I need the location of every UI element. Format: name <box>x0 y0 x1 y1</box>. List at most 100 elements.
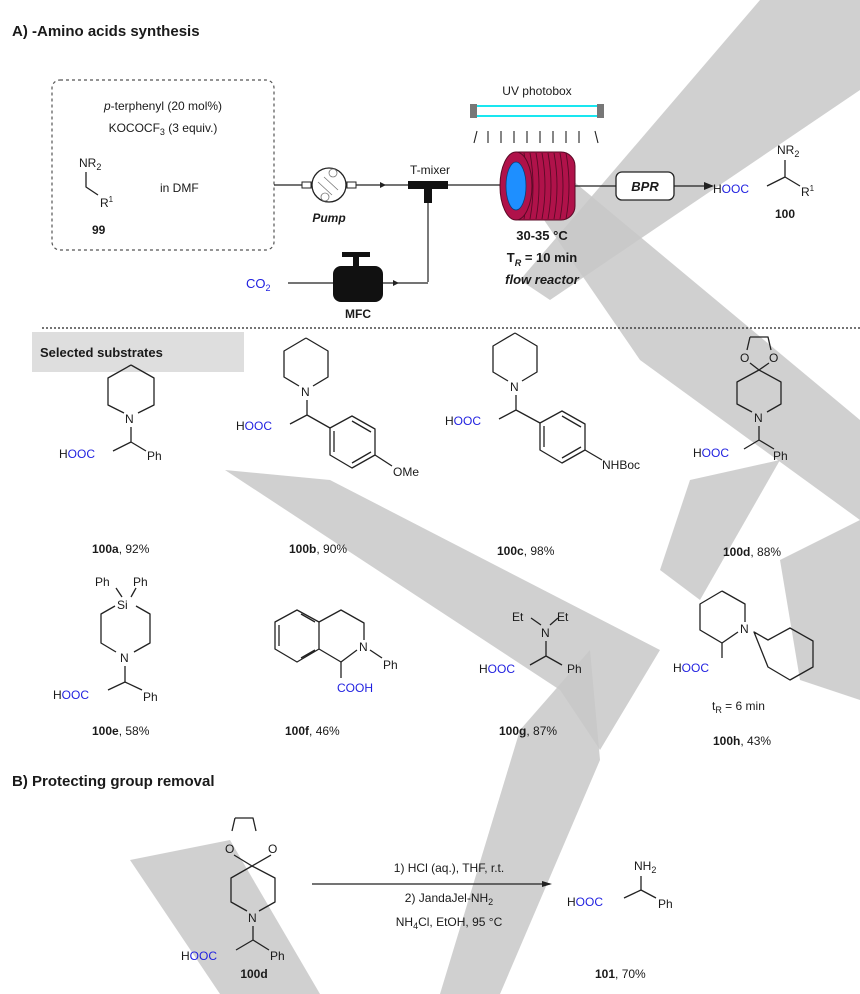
cond3-nh: NH <box>396 915 413 929</box>
sm-nr2-text: NR <box>79 156 97 170</box>
hooc-h: H <box>445 414 454 428</box>
reagent-box <box>51 79 275 251</box>
dioxolane-ring <box>231 817 257 832</box>
product-nr2-text: NR <box>777 143 795 157</box>
spiro-piperidine <box>736 362 782 413</box>
bonds <box>115 587 137 598</box>
arrow-head-icon <box>704 182 714 190</box>
reagent-base: KOCOCF3 (3 equiv.) <box>109 121 218 137</box>
product-100-nr2: NR2 <box>777 143 799 159</box>
atom-label: Et <box>512 610 524 624</box>
piperidine-ring <box>107 364 155 414</box>
atom-label: Ph <box>567 662 582 676</box>
piperidine-ring <box>699 590 746 644</box>
hooc-h: H <box>567 895 576 909</box>
compound-label-100h: 100h, 43% <box>713 734 771 748</box>
hooc-ooc: OOC <box>62 688 90 702</box>
sm-nr2: NR2 <box>79 156 101 172</box>
compound-yield: , 58% <box>119 724 150 738</box>
compound-label-100b: 100b, 90% <box>289 542 347 556</box>
hooc-ooc: OOC <box>245 419 273 433</box>
hooc-h: H <box>53 688 62 702</box>
uv-photobox-label: UV photobox <box>502 84 571 98</box>
sm-r1-text: R <box>100 196 109 210</box>
hooc-h: H <box>236 419 245 433</box>
structure-100g: Et N Et HOOC Ph <box>479 610 582 676</box>
atom-label: O <box>769 351 778 365</box>
compound-yield: , 88% <box>750 545 781 559</box>
atom-label: Ph <box>658 897 673 911</box>
hooc-h: H <box>693 446 702 460</box>
reagent-catalyst: p-terphenyl (20 mol%) <box>103 99 222 113</box>
mfc-icon <box>333 252 383 302</box>
structure-100e: Ph Ph Si N HOOC Ph <box>53 575 158 704</box>
product-100-r1: R1 <box>801 184 815 199</box>
tmixer-label: T-mixer <box>410 163 450 177</box>
piperidine-ring <box>492 332 538 382</box>
hooc-label: HOOC <box>567 895 603 909</box>
hooc-h: H <box>673 661 682 675</box>
tetrahydro-ring <box>318 609 365 663</box>
co2-text: CO <box>246 276 266 291</box>
reagent-catalyst-text: -terphenyl (20 mol%) <box>111 99 222 113</box>
reagent-base-sub: 3 <box>160 127 165 137</box>
compound-id: 100h <box>713 734 740 748</box>
mfc-label: MFC <box>345 307 371 321</box>
hooc-label: HOOC <box>673 661 709 675</box>
hooc-label: HOOC <box>53 688 89 702</box>
structure-100d-start: O O N HOOC Ph <box>181 817 285 963</box>
sm-r1: R1 <box>100 195 114 210</box>
compound-label-100a: 100a, 92% <box>92 542 150 556</box>
condition-step-2: 2) JandaJel-NH2 <box>405 891 493 907</box>
compound-label-100g: 100g, 87% <box>499 724 557 738</box>
reagent-base-main: KOCOCF <box>109 121 160 135</box>
structure-100h: N HOOC tR = 6 min <box>673 590 814 715</box>
bonds <box>623 876 657 899</box>
structure-100d: O O N HOOC Ph <box>693 336 788 463</box>
atom-label: O <box>740 351 749 365</box>
hooc-ooc: OOC <box>488 662 516 676</box>
compound-id: 100e <box>92 724 119 738</box>
cond3-tail: Cl, EtOH, 95 °C <box>418 915 502 929</box>
solvent-label: in DMF <box>160 181 199 195</box>
atom-label: N <box>359 640 368 654</box>
product-r1-text: R <box>801 185 810 199</box>
compound-id: 100d <box>723 545 750 559</box>
cyclohexyl-ring <box>753 627 814 681</box>
compound-id: 100f <box>285 724 310 738</box>
atom-label: N <box>740 622 749 636</box>
compound-id: 100c <box>497 544 524 558</box>
compound-yield: , 46% <box>309 724 340 738</box>
compound-label-100f: 100f, 46% <box>285 724 340 738</box>
bonds <box>235 926 270 951</box>
product-100-hooc: HOOC <box>713 182 749 196</box>
nh2-text: NH <box>634 859 651 873</box>
atom-label: Ph <box>383 658 398 672</box>
bonds <box>743 426 775 450</box>
cooh-label: COOH <box>337 681 373 695</box>
bonds <box>289 400 331 429</box>
pump-label: Pump <box>312 211 345 225</box>
atom-label: Et <box>557 610 569 624</box>
silacycle-ring <box>100 605 151 653</box>
watermark <box>130 0 860 994</box>
cond2-sub: 2 <box>488 897 493 907</box>
reaction-arrow-head-icon <box>542 881 552 887</box>
residence-time-T: T <box>507 250 515 265</box>
spiro-piperidine <box>230 854 276 912</box>
co2-sub: 2 <box>266 283 271 293</box>
condition-step-2b: NH4Cl, EtOH, 95 °C <box>396 915 503 931</box>
residence-time-value: = 10 min <box>521 250 577 265</box>
compound-100-label: 100 <box>775 207 795 221</box>
compound-yield: , 92% <box>119 542 150 556</box>
atom-label: O <box>225 842 234 856</box>
note-t: t <box>712 699 716 713</box>
structure-100f: N Ph COOH <box>274 609 398 695</box>
bpr-label: BPR <box>631 179 659 194</box>
structure-100b: N HOOC OMe <box>236 337 419 479</box>
hooc-label: HOOC <box>693 446 729 460</box>
structure-101: NH2 HOOC Ph <box>567 859 673 911</box>
atom-label: N <box>125 412 134 426</box>
note-tail: = 6 min <box>722 699 765 713</box>
flow-arrow-icon <box>380 182 386 188</box>
